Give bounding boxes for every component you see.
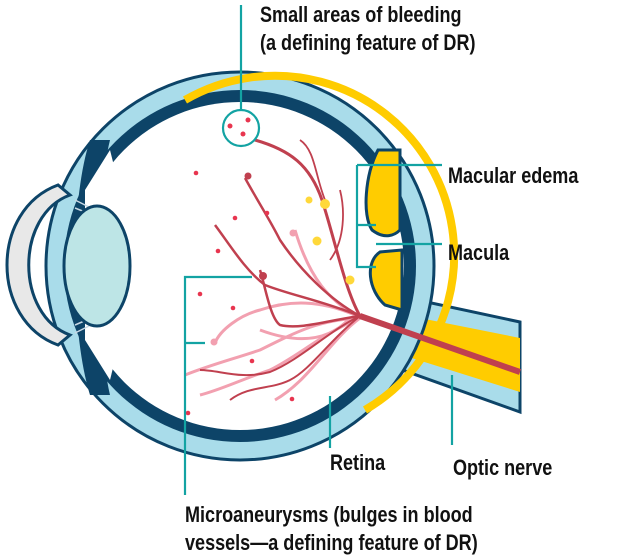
label-optic-nerve: Optic nerve	[453, 455, 553, 480]
microaneurysms	[210, 172, 297, 346]
cornea	[5, 183, 73, 347]
leader-lines	[183, 5, 454, 495]
macula-bulges	[364, 148, 404, 313]
exudates	[305, 196, 355, 285]
label-microaneurysms-line1: Microaneurysms (bulges in blood	[185, 502, 473, 527]
label-macular-edema: Macular edema	[448, 163, 579, 188]
label-retina: Retina	[330, 450, 386, 475]
label-bleeding-line1: Small areas of bleeding	[260, 2, 462, 27]
vitreous	[76, 102, 404, 430]
lens	[62, 204, 132, 328]
label-microaneurysms-line2: vessels—a defining feature of DR)	[185, 530, 478, 555]
label-bleeding-line2: (a defining feature of DR)	[260, 30, 476, 55]
hemorrhage-dots	[185, 117, 295, 416]
label-macula: Macula	[448, 240, 510, 265]
